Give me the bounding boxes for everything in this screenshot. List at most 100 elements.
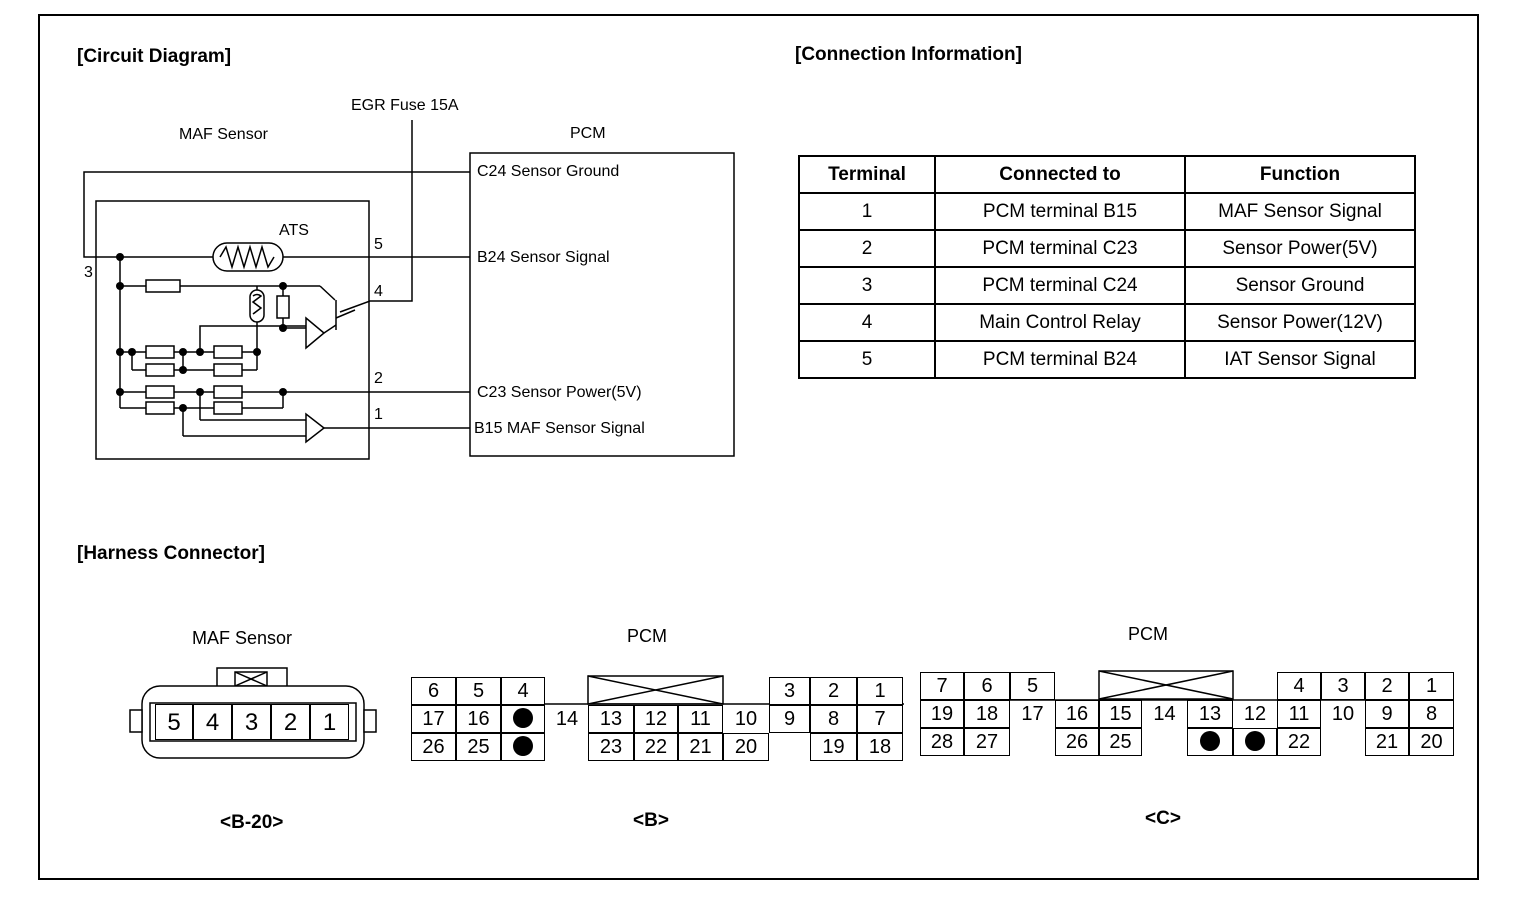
blocked-pin-icon <box>513 708 533 729</box>
resistor <box>145 279 181 293</box>
table-row: 2 PCM terminal C23 Sensor Power(5V) <box>798 229 1416 268</box>
resistor <box>213 385 243 399</box>
maf-pin-5: 5 <box>155 704 193 740</box>
pcm-c-pin: 17 <box>1021 703 1044 725</box>
resistor <box>276 295 290 319</box>
maf-pin-4: 4 <box>193 704 232 740</box>
maf-pin-3: 3 <box>232 704 271 740</box>
pcm-b-pin: 8 <box>810 705 857 733</box>
blocked-pin-icon <box>1200 731 1220 752</box>
pcm-c-pin-blocked <box>1187 728 1233 756</box>
pcm-c-pin: 28 <box>920 728 964 756</box>
pcm-c-pin: 11 <box>1277 700 1321 728</box>
pcm-c-pin-blocked <box>1233 728 1277 756</box>
pcm-pin-b15: B15 MAF Sensor Signal <box>474 420 645 437</box>
table-row: 3 PCM terminal C24 Sensor Ground <box>798 266 1416 305</box>
cell-terminal: 4 <box>798 303 936 342</box>
table-row: 5 PCM terminal B24 IAT Sensor Signal <box>798 340 1416 379</box>
pin-label-3: 3 <box>84 264 93 281</box>
pcm-b-pin: 26 <box>411 733 456 761</box>
pcm-box <box>469 152 735 457</box>
pcm-c-title: PCM <box>1128 624 1168 644</box>
pcm-pin-b24: B24 Sensor Signal <box>477 249 610 266</box>
pcm-c-pin: 4 <box>1277 672 1321 700</box>
resistor <box>145 385 175 399</box>
pcm-c-pin: 2 <box>1365 672 1409 700</box>
pcm-pin-c24: C24 Sensor Ground <box>477 163 620 180</box>
pcm-c-pin: 27 <box>964 728 1010 756</box>
pcm-b-pin: 25 <box>456 733 501 761</box>
pcm-b-title: PCM <box>627 626 667 646</box>
cell-function: Sensor Ground <box>1184 266 1416 305</box>
pcm-b-pin: 17 <box>411 705 456 733</box>
pcm-c-pin: 25 <box>1099 728 1142 756</box>
maf-pin-1: 1 <box>310 704 349 740</box>
pcm-b-pin: 21 <box>678 733 723 761</box>
header-connected-to: Connected to <box>934 155 1186 194</box>
cell-function: Sensor Power(12V) <box>1184 303 1416 342</box>
pcm-b-pin: 19 <box>810 733 857 761</box>
pcm-b-pin: 5 <box>456 677 501 705</box>
pcm-c-pin: 8 <box>1409 700 1454 728</box>
pcm-c-pin: 13 <box>1187 700 1233 728</box>
pcm-b-pin: 20 <box>723 733 769 761</box>
cell-function: IAT Sensor Signal <box>1184 340 1416 379</box>
heater-element <box>249 289 265 323</box>
pcm-c-pin: 16 <box>1055 700 1099 728</box>
pcm-c-pin: 18 <box>964 700 1010 728</box>
pin-label-2: 2 <box>374 370 383 387</box>
pcm-c-pin: 15 <box>1099 700 1142 728</box>
header-function: Function <box>1184 155 1416 194</box>
cell-function: MAF Sensor Signal <box>1184 192 1416 231</box>
diagram-frame <box>38 14 1479 880</box>
resistor <box>145 401 175 415</box>
cell-terminal: 5 <box>798 340 936 379</box>
resistor <box>213 363 243 377</box>
cell-terminal: 2 <box>798 229 936 268</box>
pcm-c-pin: 12 <box>1243 703 1267 725</box>
table-row: 4 Main Control Relay Sensor Power(12V) <box>798 303 1416 342</box>
pcm-b-pin: 3 <box>769 677 810 705</box>
pcm-c-pin: 1 <box>1409 672 1454 700</box>
pcm-c-pin: 14 <box>1153 703 1176 725</box>
cell-terminal: 1 <box>798 192 936 231</box>
pcm-b-pin: 23 <box>588 733 634 761</box>
pcm-c-pin: 26 <box>1055 728 1099 756</box>
pcm-b-pin: 7 <box>857 705 903 733</box>
pcm-b-pin: 1 <box>857 677 903 705</box>
pcm-b-pin: 11 <box>678 705 723 733</box>
pcm-c-pin: 9 <box>1365 700 1409 728</box>
pcm-c-pin: 21 <box>1365 728 1409 756</box>
pcm-pin-c23: C23 Sensor Power(5V) <box>477 384 642 401</box>
pcm-c-pin: 5 <box>1010 672 1055 700</box>
blocked-pin-icon <box>1245 731 1265 752</box>
maf-connector-code: <B-20> <box>220 812 284 833</box>
resistor <box>145 345 175 359</box>
resistor <box>145 363 175 377</box>
blocked-pin-icon <box>513 736 533 757</box>
pcm-b-pin: 14 <box>555 708 579 730</box>
egr-fuse-label: EGR Fuse 15A <box>351 97 459 114</box>
pcm-c-code: <C> <box>1145 808 1181 829</box>
cell-connected-to: PCM terminal B15 <box>934 192 1186 231</box>
maf-sensor-label: MAF Sensor <box>179 126 268 143</box>
pcm-c-pin: 20 <box>1409 728 1454 756</box>
pcm-b-code: <B> <box>633 810 669 831</box>
pcm-b-pin: 10 <box>734 708 758 730</box>
pcm-b-pin: 18 <box>857 733 903 761</box>
pcm-c-pin: 6 <box>964 672 1010 700</box>
pcm-b-pin: 13 <box>588 705 634 733</box>
header-terminal: Terminal <box>798 155 936 194</box>
cell-terminal: 3 <box>798 266 936 305</box>
pcm-b-pin: 9 <box>769 705 810 733</box>
cell-connected-to: PCM terminal B24 <box>934 340 1186 379</box>
pcm-c-pin: 7 <box>920 672 964 700</box>
cell-connected-to: PCM terminal C24 <box>934 266 1186 305</box>
resistor <box>213 401 243 415</box>
resistor <box>213 345 243 359</box>
pin-label-5: 5 <box>374 236 383 253</box>
pcm-b-pin: 16 <box>456 705 501 733</box>
pcm-label: PCM <box>570 125 606 142</box>
pcm-b-pin: 6 <box>411 677 456 705</box>
